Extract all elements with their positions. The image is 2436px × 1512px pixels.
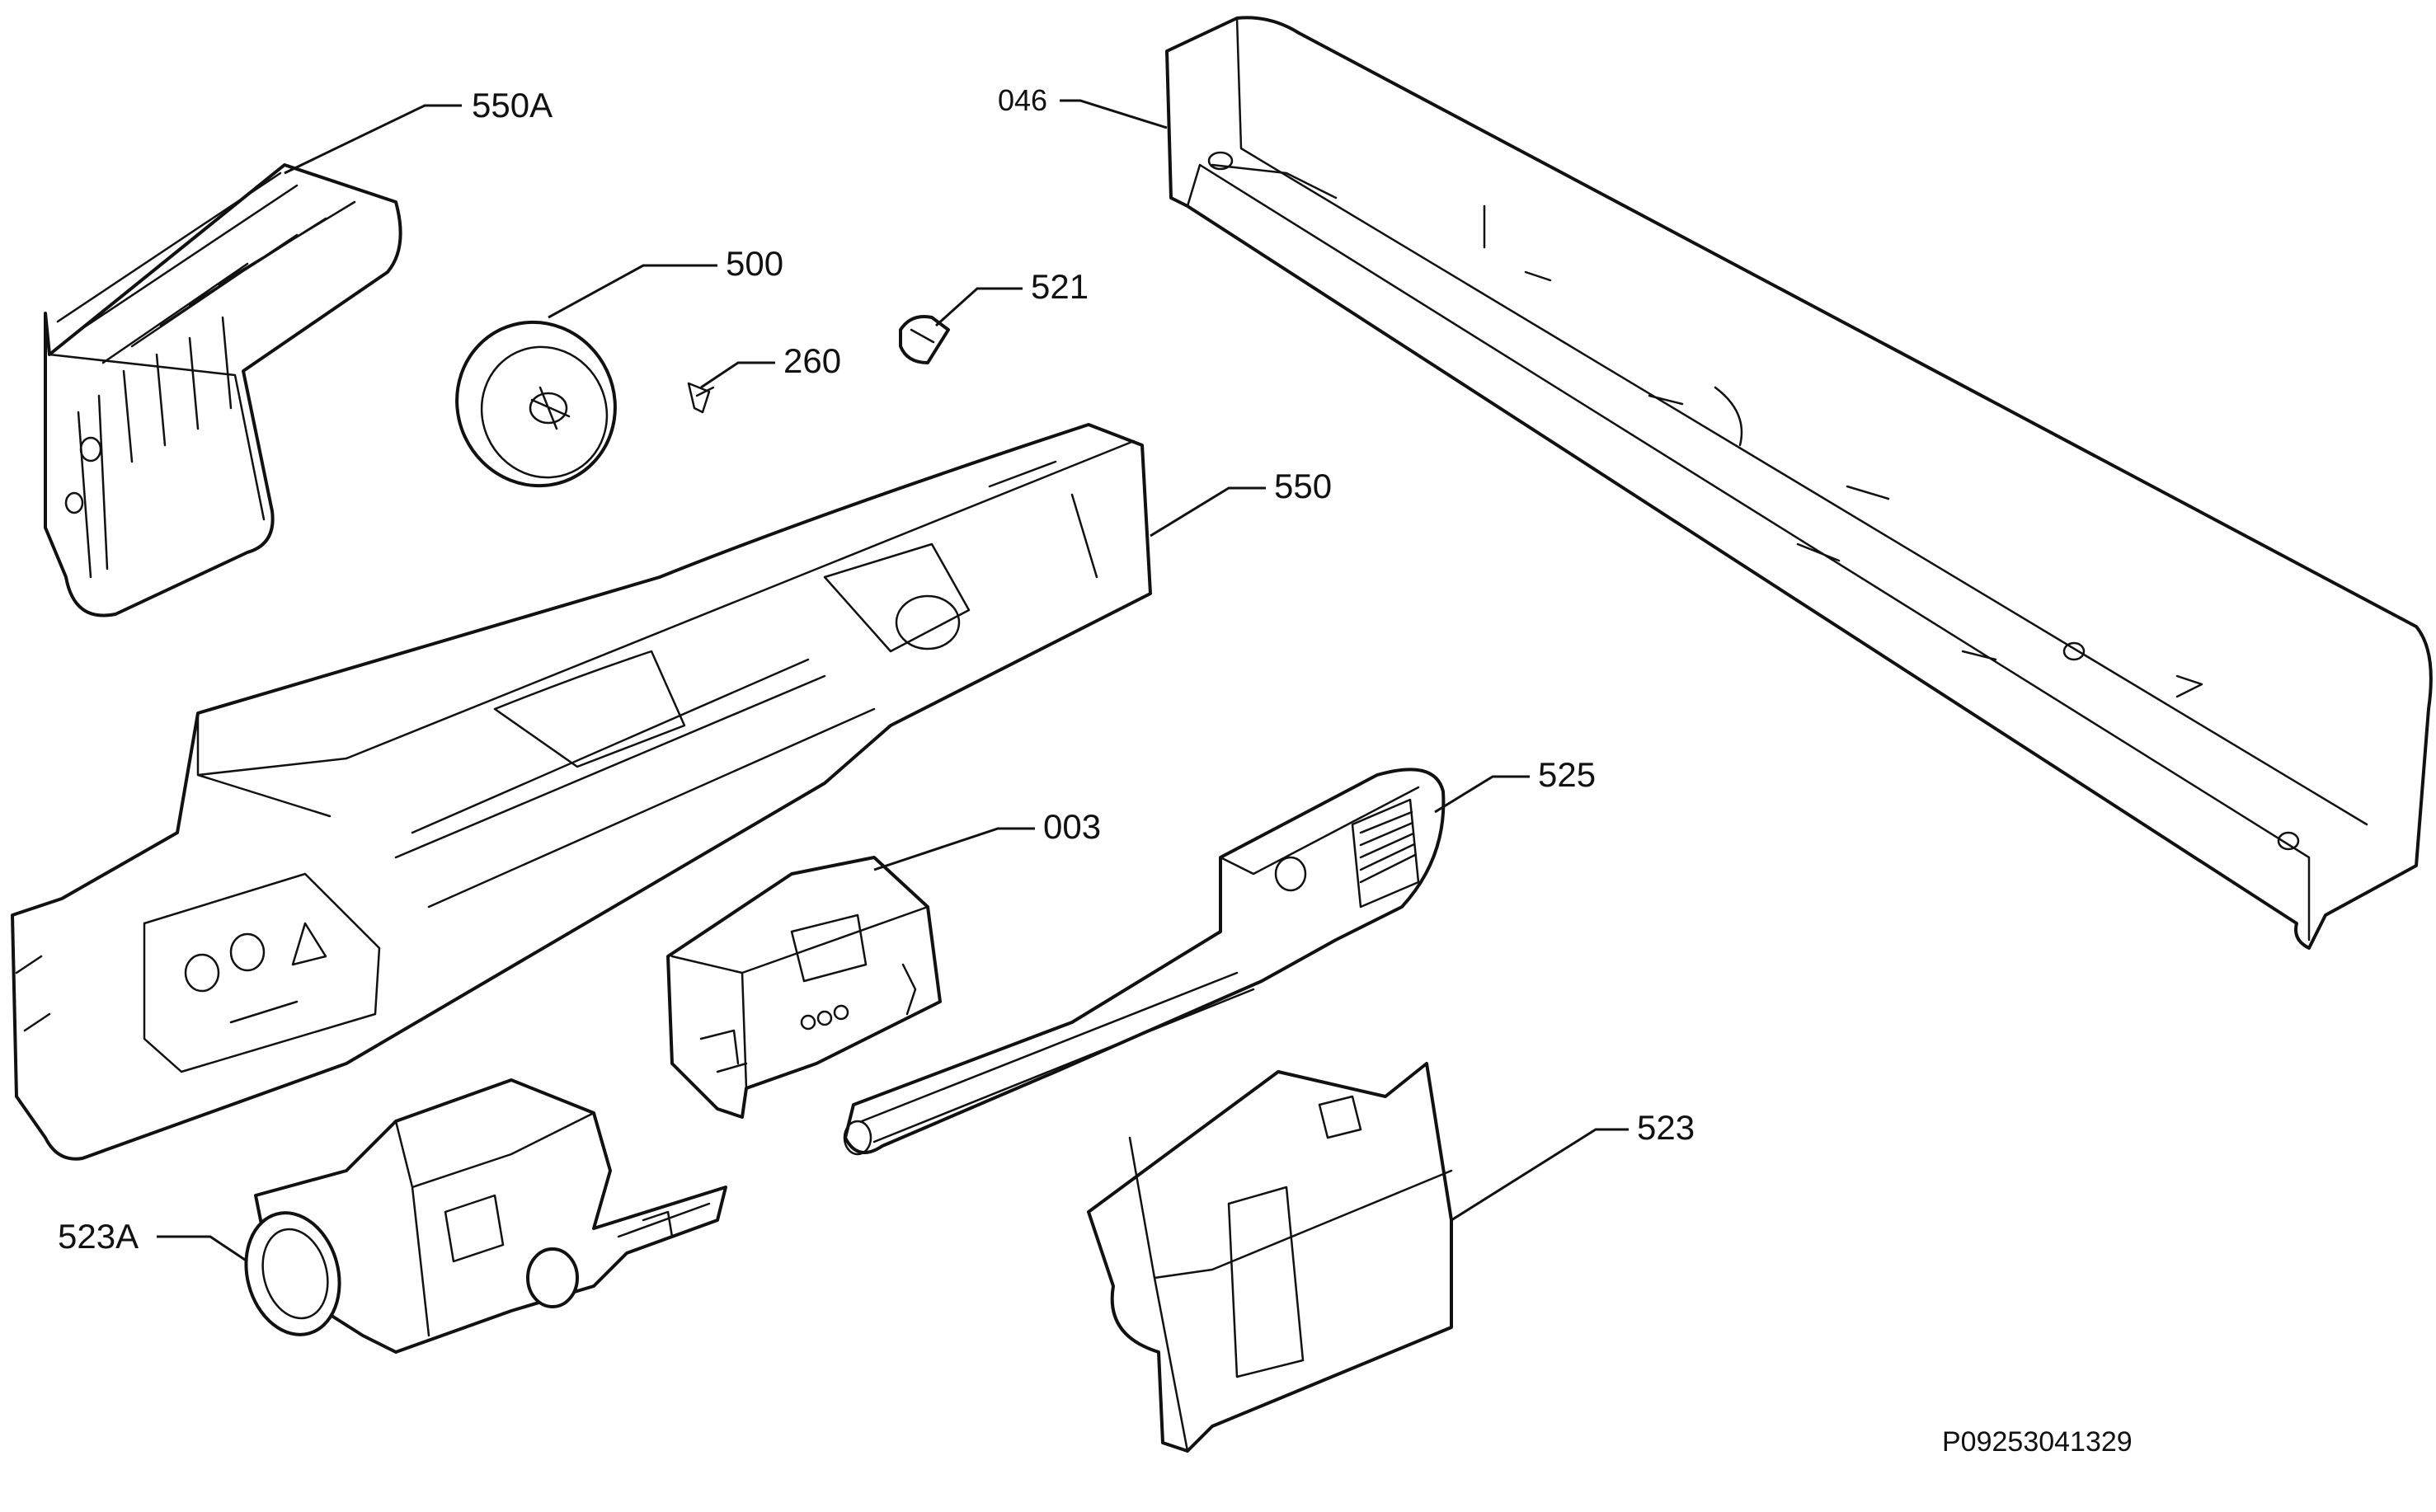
leader-550 <box>1150 486 1266 538</box>
leader-523A <box>157 1235 248 1263</box>
leader-500 <box>548 264 717 319</box>
leader-521 <box>934 287 1023 327</box>
part-523A-switch <box>244 1078 727 1354</box>
part-521-cap <box>899 315 950 364</box>
callout-550A: 550A <box>472 86 553 124</box>
callout-521: 521 <box>1031 267 1089 306</box>
callout-046: 046 <box>998 83 1047 117</box>
callout-500: 500 <box>726 244 783 283</box>
leader-lines <box>157 99 1629 1263</box>
leader-260 <box>700 361 775 389</box>
part-550A-grille <box>44 163 402 617</box>
callout-523: 523 <box>1637 1108 1695 1147</box>
document-id: P09253041329 <box>1942 1426 2133 1458</box>
part-003-thermostat <box>666 856 942 1119</box>
part-260-clip <box>687 382 715 414</box>
callout-550: 550 <box>1274 467 1332 505</box>
callout-260: 260 <box>783 341 841 380</box>
part-525-bracket <box>843 768 1446 1156</box>
leader-550A <box>284 104 462 175</box>
leader-523 <box>1451 1128 1629 1222</box>
leader-525 <box>1434 775 1530 814</box>
callout-003: 003 <box>1043 807 1101 846</box>
leader-003 <box>873 827 1035 871</box>
callout-523A: 523A <box>58 1217 139 1256</box>
leader-046 <box>1060 99 1168 129</box>
part-046-cover <box>1165 16 2433 950</box>
part-550-housing <box>11 423 1152 1161</box>
part-523-cover-box <box>1087 1062 1453 1453</box>
part-500-knob <box>455 320 617 488</box>
callout-525: 525 <box>1538 755 1596 794</box>
